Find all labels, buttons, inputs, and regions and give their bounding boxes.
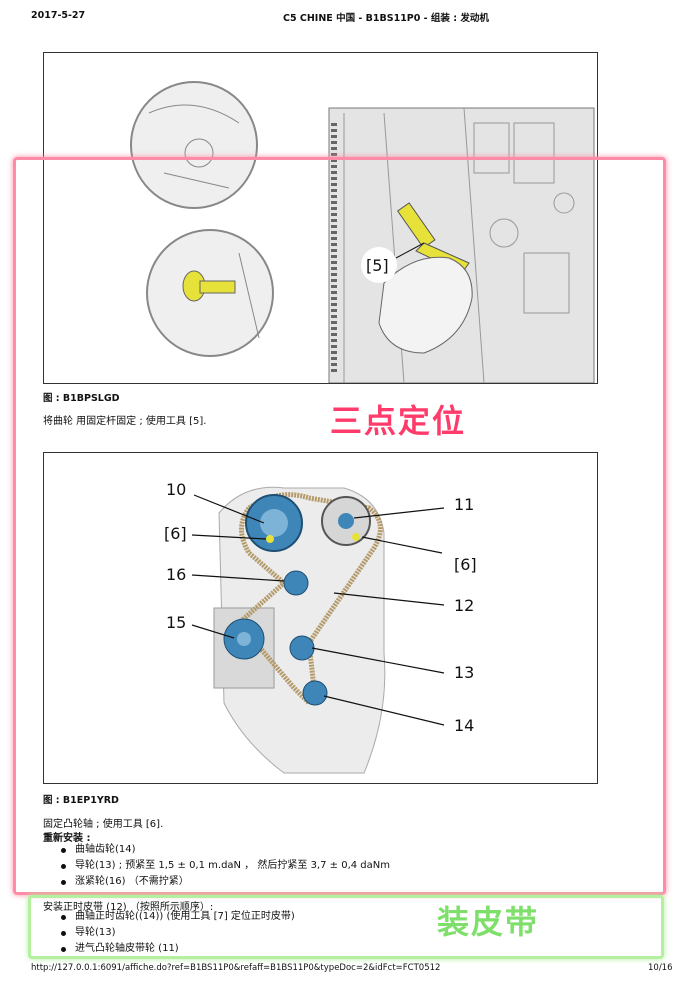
- crank-gear-14: [302, 680, 328, 706]
- crankshaft-lock-illustration: [5]: [130, 81, 595, 383]
- reinstall-item: 导轮(13) ; 预紧至 1,5 ± 0,1 m.daN ， 然后拧紧至 3,7…: [43, 858, 390, 874]
- callout-13: 13: [454, 663, 474, 682]
- callout-14: 14: [454, 716, 474, 735]
- figure2-caption: 图 : B1EP1YRD: [43, 795, 119, 806]
- belt-install-heading: 安装正时皮带 (12) （按照所示顺序）:: [43, 902, 214, 913]
- header-title: C5 CHINE 中国 - B1BS11P0 - 组装 : 发动机: [283, 13, 489, 24]
- tensioner-16: [283, 570, 309, 596]
- highlight-box-red: [13, 157, 666, 895]
- instruction-lock-camshaft: 固定凸轮轴 ; 使用工具 [6].: [43, 819, 164, 830]
- belt-install-item: 进气凸轮轴皮带轮 (11): [43, 941, 295, 957]
- tool-callout-5: [5]: [366, 256, 389, 275]
- instruction-lock-crankshaft: 将曲轮 用固定杆固定 ; 使用工具 [5].: [43, 416, 207, 427]
- header-date: 2017-5-27: [31, 10, 86, 21]
- callout-11: 11: [454, 495, 474, 514]
- figure-timing-belt: 10 11 [6] [6] 16 12 15 13 14: [43, 452, 598, 784]
- detail-circle-top: [130, 81, 258, 209]
- timing-belt-illustration: 10 11 [6] [6] 16 12 15 13 14: [164, 480, 477, 774]
- reinstall-list: 曲轴齿轮(14) 导轮(13) ; 预紧至 1,5 ± 0,1 m.daN ， …: [43, 842, 390, 890]
- callout-6-left: [6]: [164, 524, 187, 543]
- annotation-install-belt: 装皮带: [437, 903, 540, 941]
- footer-page-number: 10/16: [648, 963, 673, 973]
- timing-belt: [235, 492, 383, 707]
- reinstall-item: 涨紧轮(16) （不需拧紧）: [43, 874, 390, 890]
- callout-6-right: [6]: [454, 555, 477, 574]
- annotation-three-point: 三点定位: [330, 402, 467, 440]
- belt-install-list: 曲轴正时齿轮((14)) (使用工具 [7] 定位正时皮带) 导轮(13) 进气…: [43, 909, 295, 957]
- figure-crankshaft-lock: [5]: [43, 52, 598, 384]
- callout-10: 10: [166, 480, 186, 499]
- footer-url: http://127.0.0.1:6091/affiche.do?ref=B1B…: [31, 963, 441, 973]
- reinstall-heading: 重新安装 :: [43, 833, 91, 844]
- highlight-box-green: [28, 895, 664, 959]
- belt-install-item: 导轮(13): [43, 925, 295, 941]
- callout-15: 15: [166, 613, 186, 632]
- figure1-caption: 图 : B1BPSLGD: [43, 393, 120, 404]
- reinstall-item: 曲轴齿轮(14): [43, 842, 390, 858]
- belt-install-item: 曲轴正时齿轮((14)) (使用工具 [7] 定位正时皮带): [43, 909, 295, 925]
- callout-12: 12: [454, 596, 474, 615]
- callout-16: 16: [166, 565, 186, 584]
